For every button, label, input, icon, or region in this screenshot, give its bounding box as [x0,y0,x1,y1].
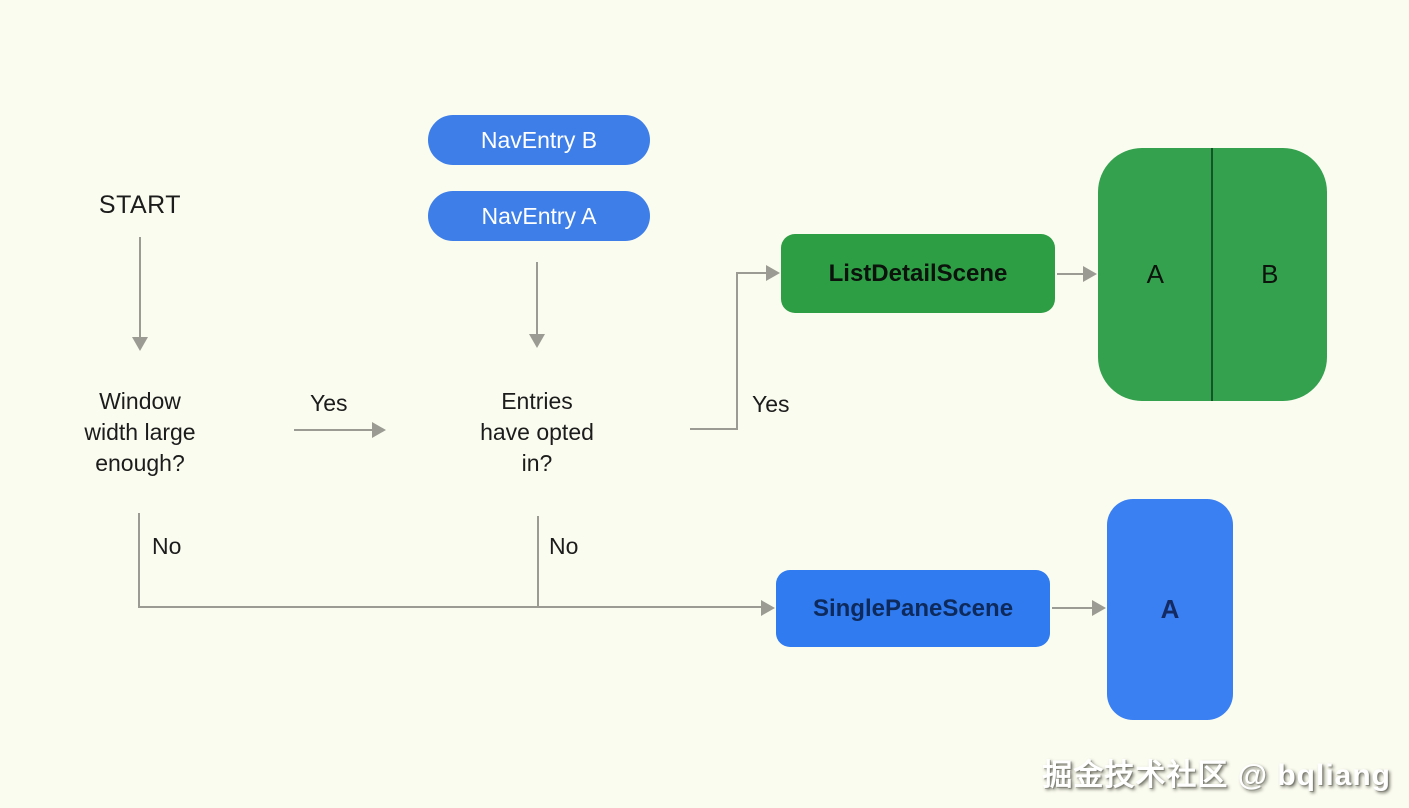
listdetail-arrow-line [1057,273,1085,275]
start-arrow-line [139,237,141,337]
edge-label-no-entries: No [549,533,579,559]
nav-entry-a-node: NavEntry A [428,191,650,241]
edge-label-yes-window: Yes [310,390,348,416]
decision-entries-line3: in? [521,450,553,476]
yes-entries-elbow-bottom [690,428,738,430]
naventry-arrow-head-icon [529,334,545,348]
no-entries-drop-line [537,516,539,608]
start-arrow-head-icon [132,337,148,351]
edge-label-yes-entries: Yes [752,391,790,417]
nav-entry-a-label: NavEntry A [481,202,597,229]
yes-entries-arrow-head-icon [766,265,780,281]
yes-window-arrow-line [294,429,372,431]
nav-entry-b-label: NavEntry B [480,126,598,153]
single-pane-scene-node: SinglePaneScene [776,570,1050,647]
list-detail-pane-a: A [1146,259,1164,289]
listdetail-arrow-head-icon [1083,266,1097,282]
start-node: START [98,191,182,219]
decision-window-width: Window width large enough? [60,386,220,479]
singlepane-arrow-head-icon [1092,600,1106,616]
decision-window-line2: width large [84,419,196,445]
decision-entries-opted: Entries have opted in? [457,386,617,479]
singlepane-arrow-line [1052,607,1094,609]
nav-entry-b-node: NavEntry B [428,115,650,165]
yes-entries-elbow-vertical [736,273,738,430]
decision-entries-line2: have opted [480,419,594,445]
decision-entries-line1: Entries [501,388,573,414]
decision-window-line1: Window [99,388,181,414]
list-detail-scene-node: ListDetailScene [781,234,1055,313]
no-arrow-head-icon [761,600,775,616]
no-horizontal-line [138,606,762,608]
list-detail-pane-b: B [1261,259,1279,289]
list-detail-pane: A B [1098,148,1327,401]
yes-entries-elbow-top [736,272,767,274]
single-pane-a-label: A [1160,594,1180,624]
decision-window-line3: enough? [95,450,185,476]
single-pane-scene-label: SinglePaneScene [812,594,1014,622]
edge-label-no-window: No [152,533,182,559]
naventry-arrow-line [536,262,538,334]
list-detail-scene-label: ListDetailScene [828,259,1008,287]
pane-divider [1211,148,1213,401]
single-pane: A [1107,499,1233,720]
yes-window-arrow-head-icon [372,422,386,438]
no-window-drop-line [138,513,140,608]
watermark-text: 掘金技术社区 @ bqliang [1042,759,1391,792]
